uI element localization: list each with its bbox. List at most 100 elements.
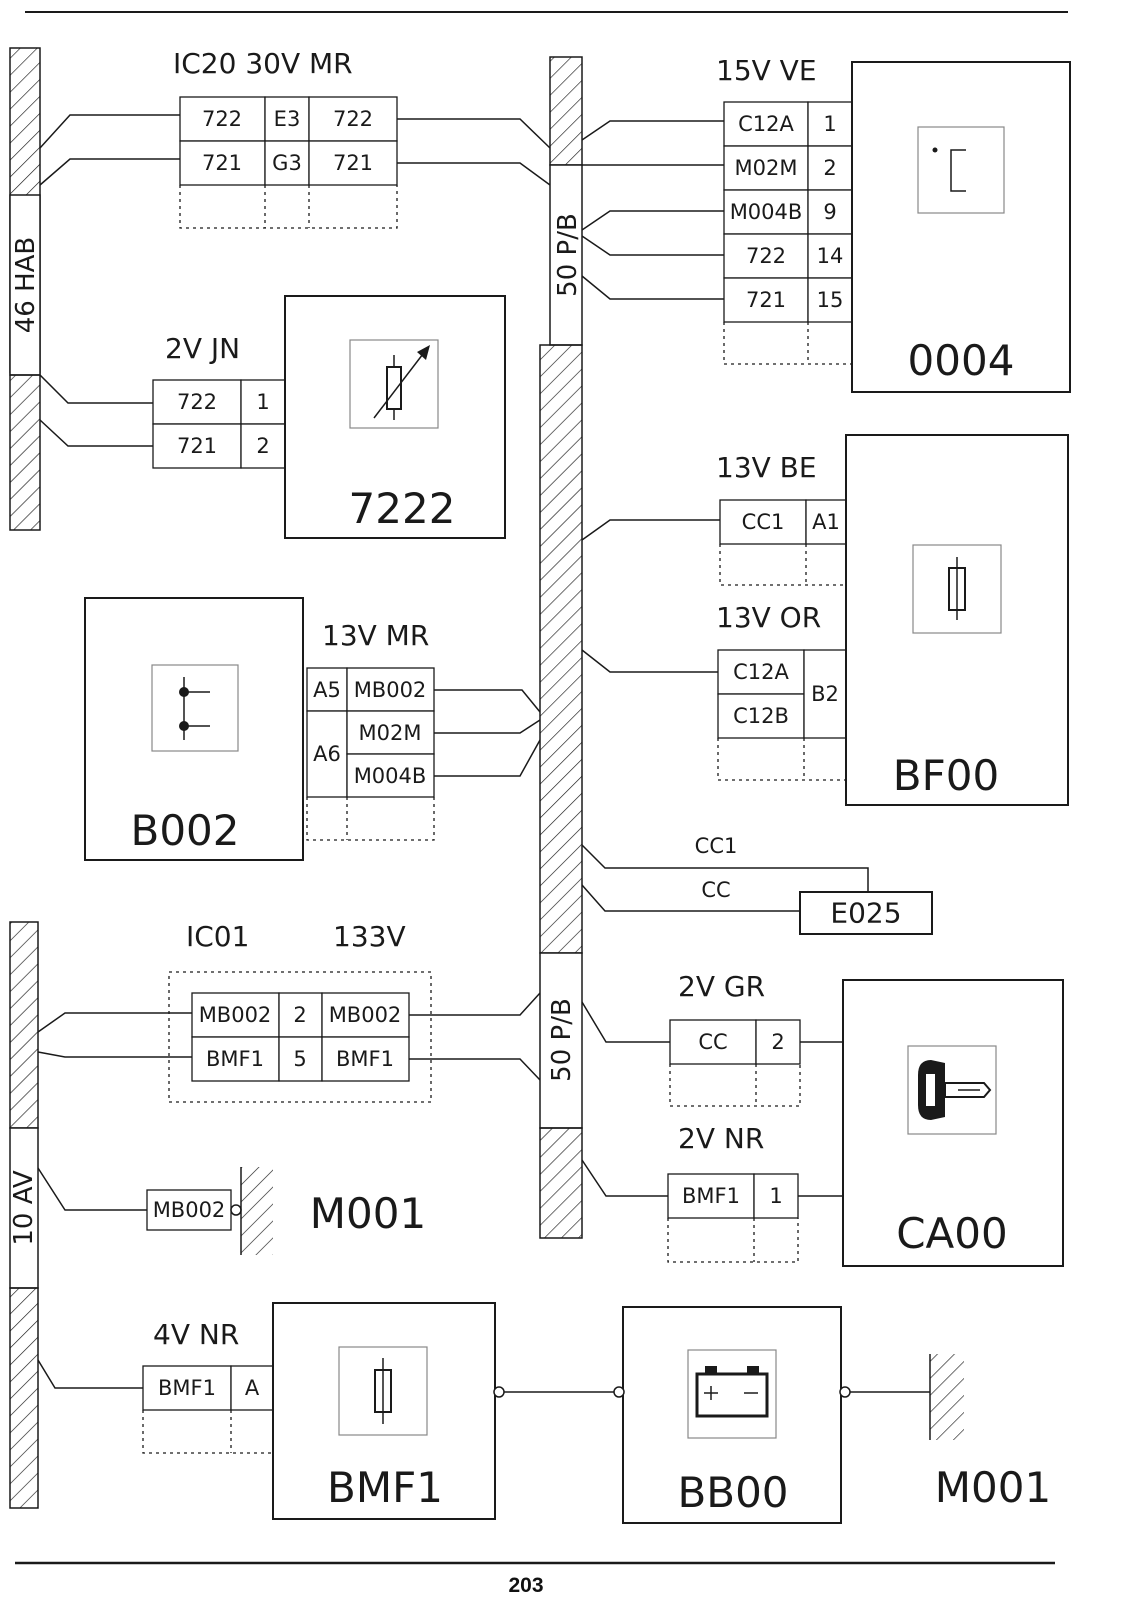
component-label: B002 [131,806,240,855]
cell: 2 [823,156,836,180]
harness-10-av: 10 AV [9,921,39,1509]
cell: BMF1 [206,1047,264,1071]
cell: 2 [771,1030,784,1054]
wire-label-cc1: CC1 [695,834,738,858]
fuse-icon [948,557,966,620]
harness-50-pb: 50 P/B 50 P/B [539,56,583,1239]
component-label: E025 [830,897,901,930]
cell: A6 [313,742,341,766]
cell: C12A [733,660,789,684]
component-label: BF00 [893,751,999,800]
cell: 722 [177,390,217,414]
cell: G3 [272,151,302,175]
cell: BMF1 [682,1184,740,1208]
connector-label-right: 133V [333,920,406,953]
harness-label-10-av: 10 AV [9,1170,39,1245]
wire-label-cc: CC [701,878,730,902]
connector-label: IC20 30V MR [173,47,353,80]
cell: 14 [817,244,844,268]
variable-resistor-icon [373,345,430,420]
cell: M004B [730,200,803,224]
component-label: BB00 [677,1468,788,1517]
component-b002: B002 [84,597,304,861]
component-e025: E025 [799,891,933,935]
cell: 721 [746,288,786,312]
cell: 722 [333,107,373,131]
cell: C12B [733,704,789,728]
cell: 721 [202,151,242,175]
connector-13v-mr: 13V MR A5 A6 MB002 M02M M004B [306,619,435,841]
connector-4v-nr: 4V NR BMF1 A [142,1318,274,1454]
cell: 721 [333,151,373,175]
ground-hatch-icon [930,1354,964,1440]
cell: M004B [354,764,427,788]
connector-label: 13V MR [322,619,429,652]
harness-46-hab: 46 HAB [9,47,41,531]
component-bb00: BB00 [622,1306,842,1524]
component-label: 0004 [908,336,1015,385]
ignition-key-icon [918,1060,992,1120]
component-bmf1: BMF1 [272,1302,496,1520]
ground-m001-lower: M001 [929,1354,1051,1512]
cell: A5 [313,678,341,702]
harness-label-50-pb-upper: 50 P/B [553,213,583,297]
wire-cc1-cc: CC1 CC [695,834,738,902]
cell: B2 [811,682,839,706]
connector-label-left: IC01 [186,920,249,953]
connector-label: 15V VE [716,54,817,87]
harness-label-46-hab: 46 HAB [11,237,41,334]
connector-13v-or: 13V OR C12A C12B B2 [716,601,847,781]
connector-label: 2V GR [678,970,765,1003]
cell: 2 [256,434,269,458]
cell: A1 [812,510,840,534]
fuse-icon [374,1358,392,1424]
thermal-switch-icon [932,147,966,192]
connector-2v-jn: 2V JN 722 1 721 2 [152,332,286,469]
ground-label: M001 [935,1463,1051,1512]
ground-m001-upper: MB002 M001 [146,1167,426,1255]
cell: 722 [746,244,786,268]
cell: BMF1 [336,1047,394,1071]
connector-label: 2V JN [165,332,240,365]
cell: E3 [274,107,301,131]
connector-13v-be: 13V BE CC1 A1 [716,451,847,586]
cell: 2 [293,1003,306,1027]
cell: M02M [735,156,798,180]
component-label: CA00 [896,1209,1008,1258]
component-7222: 7222 [284,295,506,539]
connector-2v-gr: 2V GR CC 2 [669,970,801,1107]
harness-label-50-pb-lower: 50 P/B [547,998,577,1082]
cell: MB002 [329,1003,402,1027]
component-0004: 0004 [851,61,1071,393]
cell: 1 [823,112,836,136]
connector-2v-nr: 2V NR BMF1 1 [667,1122,799,1263]
cell: CC1 [742,510,785,534]
connector-label: 13V BE [716,451,817,484]
connector-label: 2V NR [678,1122,764,1155]
cell: 9 [823,200,836,224]
wires [37,114,930,1398]
cell: M02M [359,721,422,745]
cell: 5 [293,1047,306,1071]
ground-label: M001 [310,1189,426,1238]
cell: MB002 [354,678,427,702]
cell: C12A [738,112,794,136]
cell: 15 [817,288,844,312]
ground-hatch-icon [241,1167,273,1255]
terminal-label: MB002 [153,1198,226,1222]
connector-label: 13V OR [716,601,821,634]
cell: CC [698,1030,727,1054]
cell: MB002 [199,1003,272,1027]
connector-15v-ve: 15V VE C12A 1 M02M 2 M004B 9 722 14 721 … [716,54,853,365]
connector-label: 4V NR [153,1318,239,1351]
page-number: 203 [508,1574,543,1597]
connector-ic01-133v: IC01 133V MB002 2 MB002 BMF1 5 BMF1 [168,920,432,1103]
component-bf00: BF00 [845,434,1069,806]
component-ca00: CA00 [842,979,1064,1267]
battery-icon [695,1366,769,1418]
cell: BMF1 [158,1376,216,1400]
cell: A [245,1376,260,1400]
component-label: BMF1 [327,1463,443,1512]
cell: 1 [256,390,269,414]
